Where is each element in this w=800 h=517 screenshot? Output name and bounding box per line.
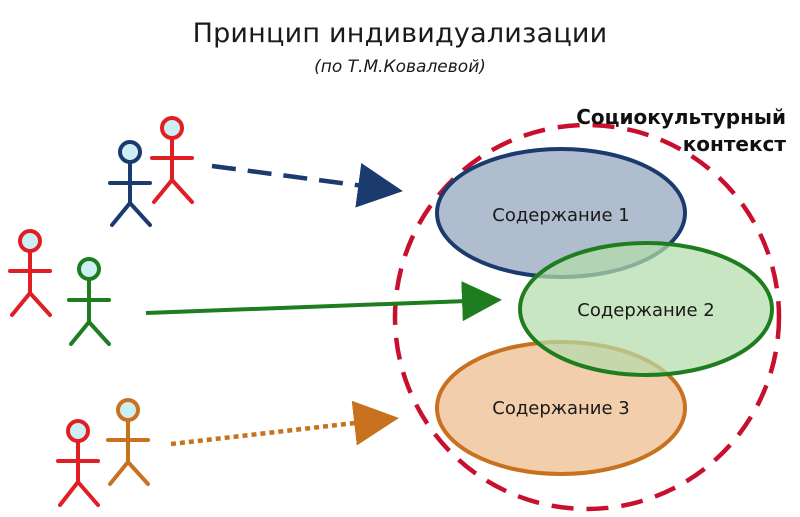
person-orange-bottom (106, 398, 150, 486)
content-3-label: Содержание 3 (492, 398, 630, 419)
diagram-subtitle: (по Т.М.Ковалевой) (314, 57, 486, 77)
sociocultural-context-label: Социокультурный контекст (536, 104, 786, 158)
dashed-arrow-blue (211, 162, 403, 208)
content-2-ellipse (518, 241, 774, 377)
solid-arrow-green (145, 281, 502, 322)
context-label-line1: Социокультурный (576, 105, 786, 129)
person-red-top (150, 116, 194, 204)
person-green-middle (67, 257, 111, 346)
sociocultural-context-circle (392, 122, 782, 512)
person-blue-top (108, 140, 152, 227)
person-red-bottom (56, 419, 100, 507)
diagram-title: Принцип индивидуализации (192, 18, 608, 49)
person-red-middle (8, 229, 52, 317)
content-1-label: Содержание 1 (492, 205, 630, 226)
content-2-label: Содержание 2 (577, 300, 715, 321)
dotted-arrow-orange (170, 400, 399, 447)
context-label-line2: контекст (682, 132, 786, 156)
